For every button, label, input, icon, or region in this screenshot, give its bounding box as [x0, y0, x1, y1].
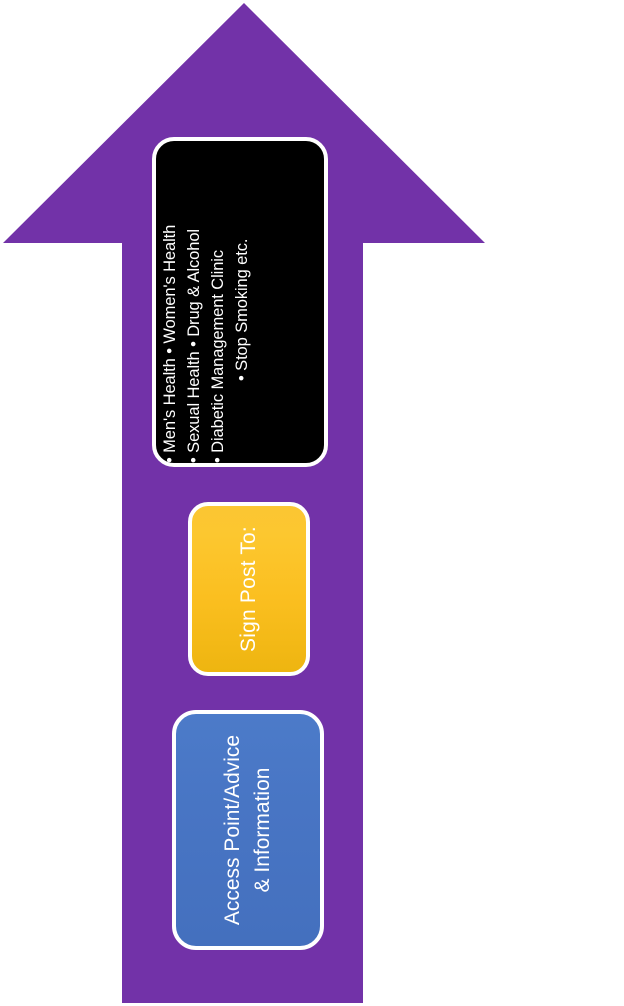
services-card[interactable]: • Men's Health • Women's Health • Sexual…: [152, 137, 328, 467]
access-point-card[interactable]: Access Point/Advice & Information: [172, 710, 324, 950]
services-line-2: • Sexual Health • Drug & Alcohol: [185, 229, 203, 463]
access-point-label-line-1: Access Point/Advice: [221, 734, 244, 926]
access-point-label: Access Point/Advice & Information: [218, 716, 278, 944]
services-line-4: • Stop Smoking etc.: [233, 238, 251, 381]
services-text-block: • Men's Health • Women's Health • Sexual…: [156, 141, 324, 463]
signpost-card[interactable]: Sign Post To:: [188, 502, 310, 676]
access-point-label-line-2: & Information: [251, 767, 274, 893]
services-line-1: • Men's Health • Women's Health: [161, 224, 179, 463]
signpost-label: Sign Post To:: [237, 526, 260, 652]
services-line-3: • Diabetic Management Clinic: [209, 250, 227, 463]
